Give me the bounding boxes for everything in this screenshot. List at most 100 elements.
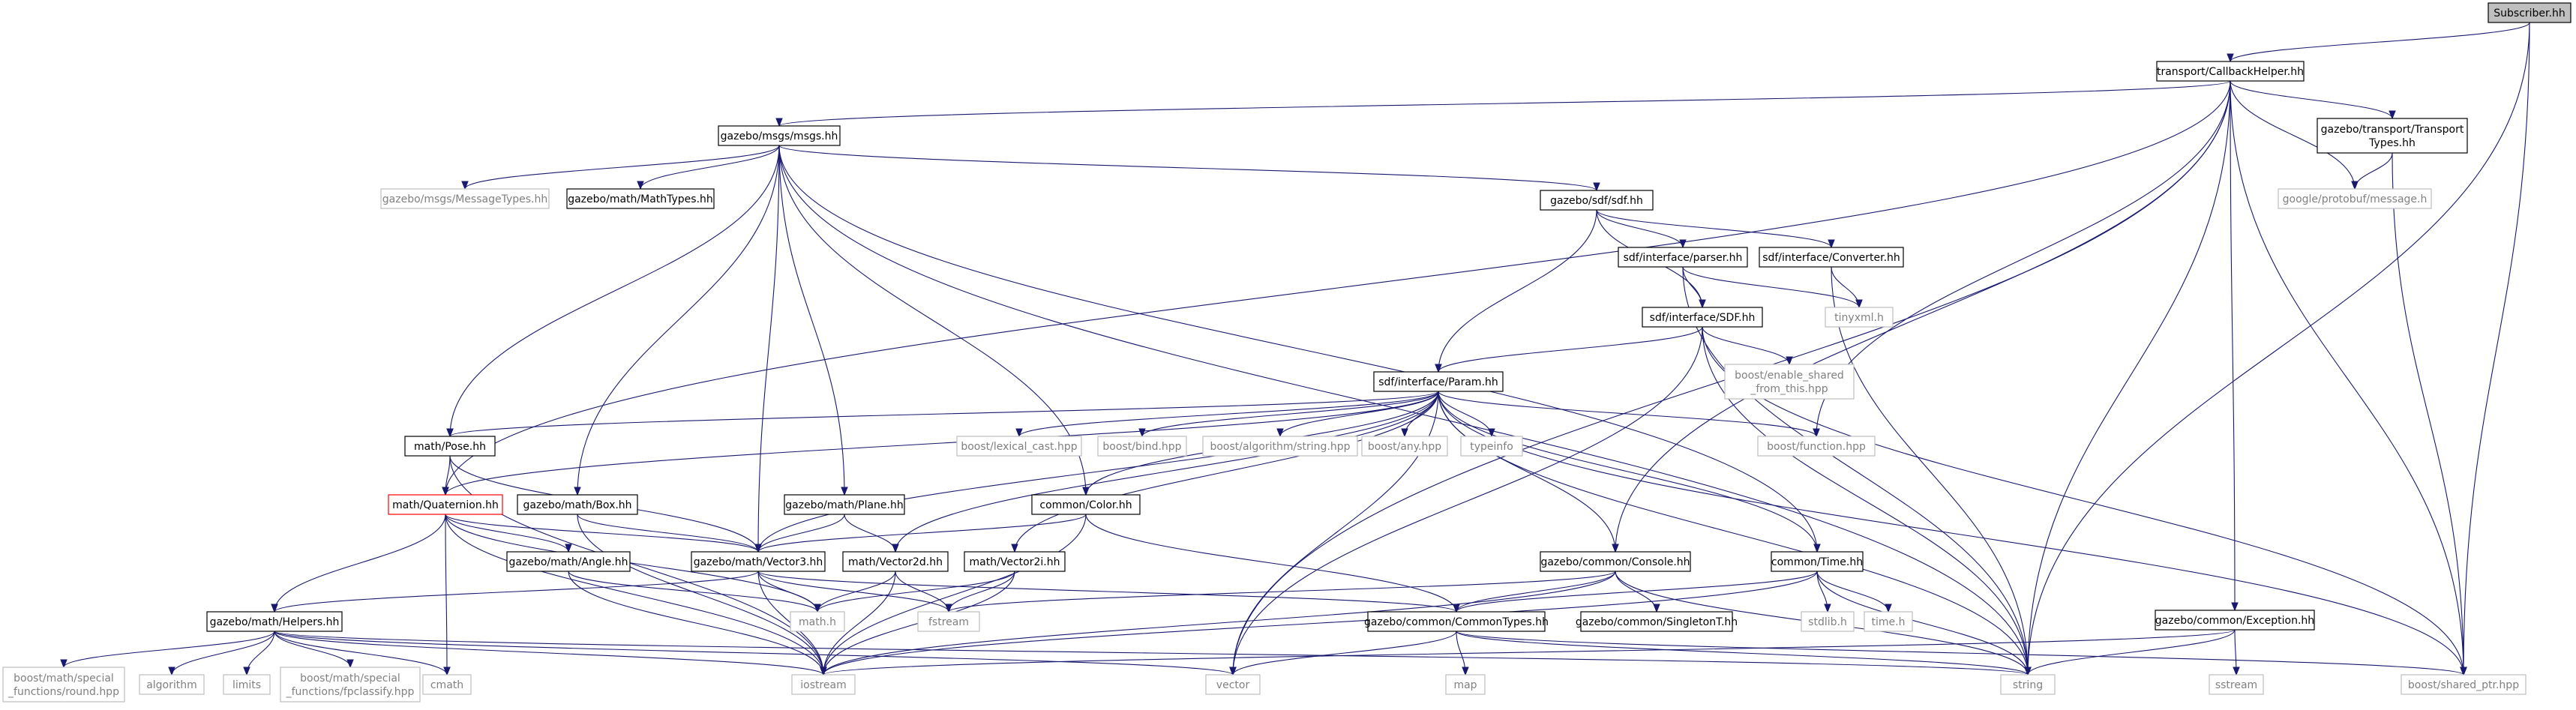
edge-exception-to-iostream [823, 629, 2236, 676]
node-box-converterhh [1759, 247, 1904, 268]
edge-quaternion-to-vector3 [445, 514, 759, 553]
node-label-color-0: common/Color.hh [1039, 499, 1132, 511]
node-box-mathtypes [566, 188, 715, 209]
node-mathtypes[interactable]: gazebo/math/MathTypes.hh [566, 188, 715, 209]
node-map: map [1445, 674, 1486, 695]
node-commontypes[interactable]: gazebo/common/CommonTypes.hh [1364, 611, 1549, 632]
node-box-vector [1205, 674, 1261, 695]
node-param[interactable]: sdf/interface/Param.hh [1373, 371, 1504, 392]
edge-quaternion-to-angle [445, 514, 569, 553]
node-plane[interactable]: gazebo/math/Plane.hh [784, 494, 905, 515]
arrowhead-sdfhh-to-converterhh [1828, 239, 1835, 249]
node-msgs[interactable]: gazebo/msgs/msgs.hh [718, 125, 841, 146]
node-label-typeinfo-0: typeinfo [1470, 441, 1513, 453]
edge-plane-to-vector2d [844, 514, 896, 553]
edge-param-to-pose [449, 391, 1439, 437]
edge-msgs-to-messagetypes [464, 145, 780, 190]
node-label-vector3-0: gazebo/math/Vector3.hh [694, 556, 823, 568]
edge-transporttypes-to-protobuf [2354, 152, 2393, 190]
arrowhead-sdfinterface-to-enableshared [1786, 356, 1793, 366]
node-iostream: iostream [791, 674, 856, 695]
node-label-vector-0: vector [1216, 679, 1250, 691]
arrowhead-exception-to-sstream [2233, 667, 2240, 676]
arrowhead-param-to-time [1813, 544, 1821, 553]
node-label-transporttypes-1: Types.hh [2368, 137, 2416, 149]
node-box-pose [404, 436, 496, 457]
node-label-plane-0: gazebo/math/Plane.hh [785, 499, 904, 511]
node-label-mathtypes-0: gazebo/math/MathTypes.hh [568, 193, 713, 205]
edge-commontypes-to-vector [1232, 631, 1457, 676]
edge-callbackhelper-to-protobuf [2230, 80, 2356, 190]
node-label-angle-0: gazebo/math/Angle.hh [509, 556, 628, 568]
edge-param-to-algostring [1279, 391, 1439, 437]
node-box-msgs [718, 125, 841, 146]
edge-sdfhh-to-converterhh [1596, 209, 1832, 248]
edge-converterhh-to-tinyxml [1831, 266, 1860, 308]
edge-sdfinterface-to-param [1438, 326, 1703, 373]
node-callbackhelper[interactable]: transport/CallbackHelper.hh [2156, 61, 2305, 82]
node-singletont[interactable]: gazebo/common/SingletonT.hh [1576, 611, 1738, 632]
arrowhead-param-to-algostring [1276, 428, 1284, 438]
node-helpers[interactable]: gazebo/math/Helpers.hh [206, 611, 343, 632]
node-sdfinterface[interactable]: sdf/interface/SDF.hh [1642, 307, 1763, 328]
edge-param-to-vector3 [757, 391, 1439, 553]
edge-layer [60, 22, 2530, 676]
node-label-string-0: string [2013, 679, 2043, 691]
node-color[interactable]: common/Color.hh [1031, 494, 1141, 515]
edge-subscriber-to-string [2027, 22, 2530, 676]
edge-helpers-to-fpclassify [274, 631, 351, 668]
node-quaternion[interactable]: math/Quaternion.hh [388, 494, 503, 515]
edge-sdfhh-to-parserhh [1596, 209, 1684, 248]
node-box-typeinfo [1460, 436, 1523, 457]
edge-vector2d-to-iostream [823, 571, 896, 676]
node-box-quaternion [388, 494, 503, 515]
arrowhead-msgs-to-plane [841, 487, 848, 496]
arrowhead-param-to-function [1813, 428, 1820, 438]
node-stdlib: stdlib.h [1801, 611, 1855, 632]
edge-parserhh-to-sdfinterface [1682, 266, 1703, 308]
arrowhead-converterhh-to-tinyxml [1855, 299, 1863, 309]
node-typeinfo: typeinfo [1460, 436, 1523, 457]
node-vector2d[interactable]: math/Vector2d.hh [842, 551, 949, 572]
arrowhead-helpers-to-limits [243, 667, 250, 676]
edge-pose-to-iostream [449, 455, 824, 676]
node-box-parserhh [1618, 247, 1748, 268]
edge-vector3-to-commontypes [757, 571, 1457, 613]
node-angle[interactable]: gazebo/math/Angle.hh [506, 551, 631, 572]
node-converterhh[interactable]: sdf/interface/Converter.hh [1759, 247, 1904, 268]
node-string: string [2000, 674, 2056, 695]
node-console[interactable]: gazebo/common/Console.hh [1540, 551, 1691, 572]
node-subscriber[interactable]: Subscriber.hh [2488, 2, 2572, 23]
node-box-singletont [1580, 611, 1733, 632]
edge-callbackhelper-to-transporttypes [2230, 80, 2393, 119]
node-label-box-0: gazebo/math/Box.hh [523, 499, 631, 511]
node-function: boost/function.hpp [1757, 436, 1876, 457]
node-parserhh[interactable]: sdf/interface/parser.hh [1618, 247, 1748, 268]
edge-transporttypes-to-sharedptr [2392, 152, 2464, 676]
edge-vector2d-to-mathh [817, 571, 896, 613]
node-round: boost/math/special_functions/round.hpp [2, 667, 125, 703]
edge-callbackhelper-to-quaternion [445, 80, 2231, 496]
node-label-exception-0: gazebo/common/Exception.hh [2155, 615, 2314, 627]
arrowhead-param-to-bind [1138, 428, 1146, 438]
node-vector2i[interactable]: math/Vector2i.hh [964, 551, 1066, 572]
arrowhead-param-to-console [1612, 544, 1619, 553]
node-label-converterhh-0: sdf/interface/Converter.hh [1762, 252, 1900, 264]
node-vector3[interactable]: gazebo/math/Vector3.hh [691, 551, 826, 572]
node-box-tinyxml [1825, 307, 1894, 328]
node-box[interactable]: gazebo/math/Box.hh [517, 494, 638, 515]
node-box-protobuf [2278, 188, 2432, 209]
node-sdfhh[interactable]: gazebo/sdf/sdf.hh [1540, 190, 1654, 211]
node-pose[interactable]: math/Pose.hh [404, 436, 496, 457]
node-box-sdfhh [1540, 190, 1654, 211]
arrowhead-helpers-to-round [60, 659, 67, 669]
edge-helpers-to-iostream [274, 631, 824, 676]
node-time[interactable]: common/Time.hh [1771, 551, 1864, 572]
arrowhead-callbackhelper-to-exception [2231, 602, 2239, 612]
node-exception[interactable]: gazebo/common/Exception.hh [2155, 610, 2315, 631]
node-label-sdfinterface-0: sdf/interface/SDF.hh [1650, 312, 1756, 324]
arrowhead-helpers-to-iostream [820, 667, 827, 676]
edge-param-to-quaternion [445, 391, 1439, 496]
edge-box-to-iostream [577, 514, 824, 676]
